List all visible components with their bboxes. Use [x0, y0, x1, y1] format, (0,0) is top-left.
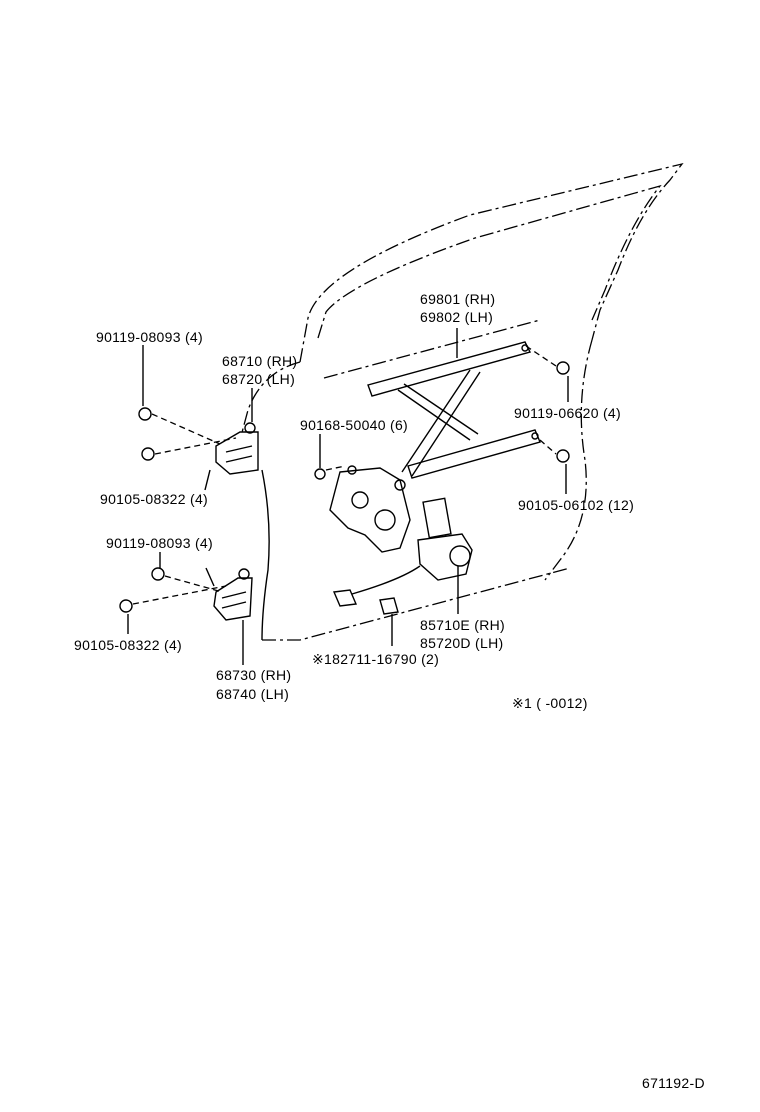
label-bolt-regulator-top: 90119-06620 (4): [514, 405, 621, 421]
label-regulator-lh: 69802 (LH): [420, 309, 493, 325]
label-screw-regulator: 90168-50040 (6): [300, 417, 408, 433]
part-labels: 90119-08093 (4) 68710 (RH) 68720 (LH) 90…: [74, 291, 705, 1091]
label-regulator-rh: 69801 (RH): [420, 291, 495, 307]
footnote: ※1 ( -0012): [512, 695, 588, 711]
label-bolt-regulator-bottom: 90105-06102 (12): [518, 497, 634, 513]
label-motor-lh: 85720D (LH): [420, 635, 503, 651]
label-hinge-upper-rh: 68710 (RH): [222, 353, 297, 369]
label-bolt-lower-hinge-bottom: 90105-08322 (4): [74, 637, 182, 653]
bolts: [119, 345, 570, 613]
label-bolt-upper-hinge-top: 90119-08093 (4): [96, 329, 203, 345]
door-outline: [239, 162, 684, 641]
label-clip: ※182711-16790 (2): [312, 651, 439, 667]
window-regulator: [329, 341, 541, 553]
label-hinge-lower-rh: 68730 (RH): [216, 667, 291, 683]
label-hinge-upper-lh: 68720 (LH): [222, 371, 295, 387]
upper-hinge: [215, 422, 259, 475]
leader-lines: [127, 328, 569, 665]
diagram-id: 671192-D: [642, 1075, 705, 1091]
label-motor-rh: 85710E (RH): [420, 617, 505, 633]
label-bolt-lower-hinge-top: 90119-08093 (4): [106, 535, 213, 551]
label-bolt-upper-hinge-bottom: 90105-08322 (4): [100, 491, 208, 507]
lower-hinge: [213, 568, 253, 621]
label-hinge-lower-lh: 68740 (LH): [216, 686, 289, 702]
